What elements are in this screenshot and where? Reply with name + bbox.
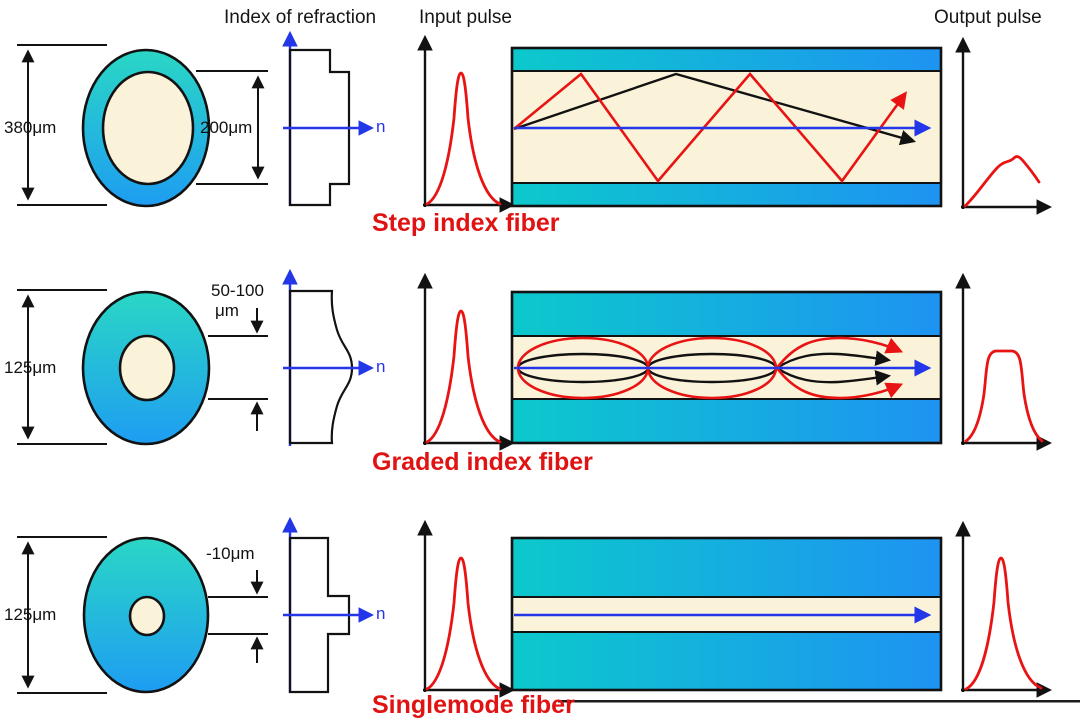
core-diameter-label-graded-line1: 50-100 [211,281,264,300]
step-cross-section [17,44,268,208]
step-index-profile [282,30,375,207]
graded-row [17,268,1053,451]
graded-cross-section [17,289,268,446]
core-diameter-label-step: 200μm [200,118,253,137]
singlemode-index-profile [282,516,375,694]
outer-diameter-label-step: 380μm [4,118,57,137]
step-output-pulse [955,36,1053,215]
step-fiber [510,46,943,208]
singlemode-input-pulse [417,519,516,698]
step-row [17,30,1053,215]
core-diameter-label-singlemode: -10μm [206,544,255,563]
header-input-pulse: Input pulse [419,7,512,28]
graded-input-pulse [417,272,516,451]
graded-output-pulse [955,272,1053,451]
n-axis-label-graded: n [376,357,386,376]
caption-step-index-fiber: Step index fiber [372,209,560,237]
singlemode-fiber [510,536,943,692]
singlemode-output-pulse [955,520,1053,698]
core-diameter-label-graded-line2: μm [215,301,239,320]
n-axis-label-step: n [376,117,386,136]
caption-graded-index-fiber: Graded index fiber [372,448,593,476]
singlemode-row [17,516,1053,698]
outer-diameter-label-singlemode: 125μm [4,605,57,624]
graded-fiber [510,290,943,445]
step-input-pulse [417,34,516,213]
n-axis-label-singlemode: n [376,604,386,623]
header-output-pulse: Output pulse [934,7,1042,28]
caption-singlemode-fiber: Singlemode fiber [372,691,575,719]
graded-index-profile [282,268,375,446]
header-index-of-refraction: Index of refraction [224,7,377,28]
outer-diameter-label-graded: 125μm [4,358,57,377]
singlemode-cross-section [17,536,268,694]
video-artifact-line [558,700,1080,703]
